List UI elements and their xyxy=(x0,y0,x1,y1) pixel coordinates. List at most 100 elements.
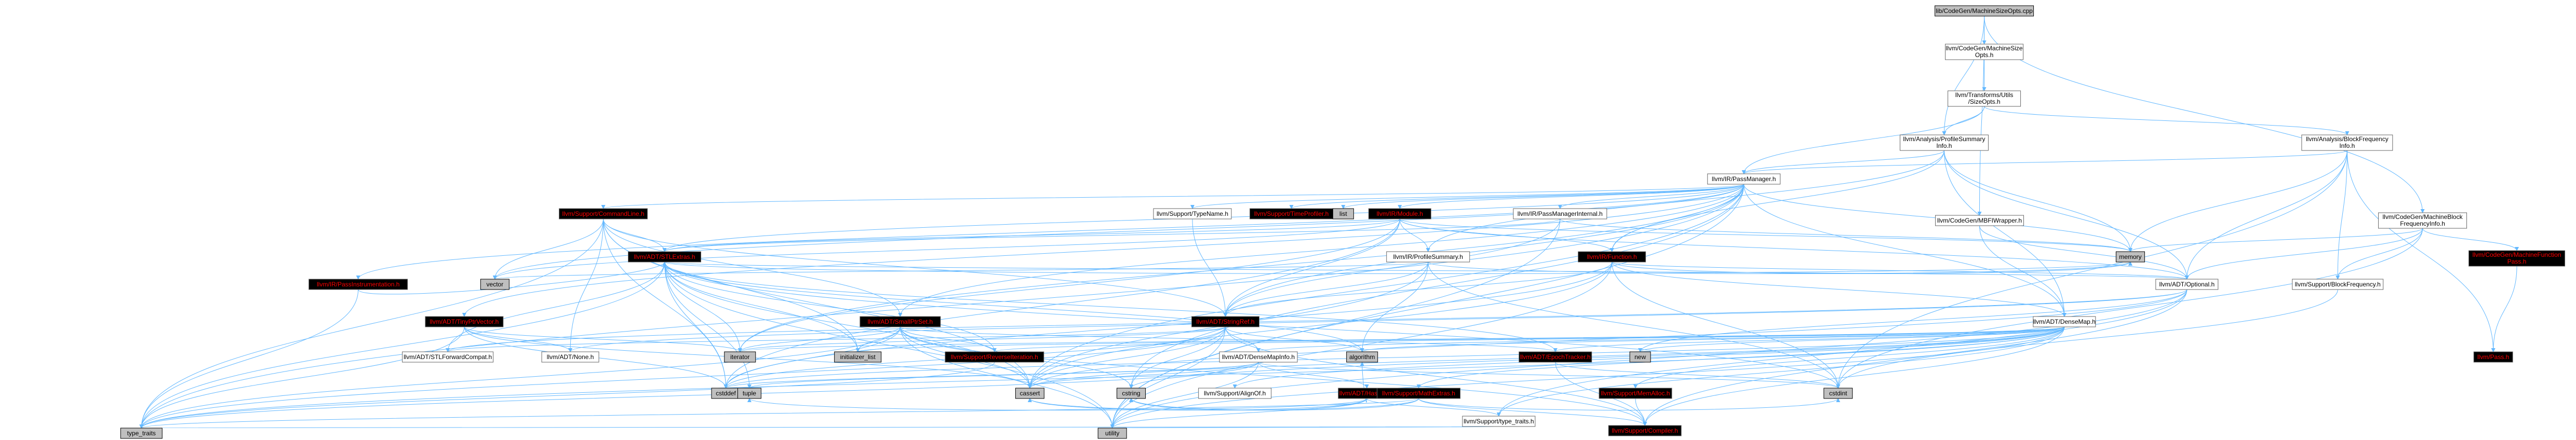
dependency-edge xyxy=(1943,150,2189,280)
graph-node-pmi[interactable]: llvm/IR/PassManagerInternal.h xyxy=(1513,208,1607,219)
node-label: lib/CodeGen/MachineSizeOpts.cpp xyxy=(1936,7,2033,15)
graph-node-typename[interactable]: llvm/Support/TypeName.h xyxy=(1153,208,1232,219)
dependency-edge xyxy=(1418,398,1841,410)
node-box xyxy=(860,316,941,327)
node-box xyxy=(541,351,599,363)
node-label: llvm/ADT/STLExtras.h xyxy=(634,253,695,260)
dependency-edge xyxy=(1836,228,2423,389)
graph-node-algorithm[interactable]: algorithm xyxy=(1346,351,1378,363)
dependency-edge xyxy=(664,262,860,352)
graph-node-type_traits[interactable]: type_traits xyxy=(120,428,163,439)
graph-node-optional[interactable]: llvm/ADT/Optional.h xyxy=(2155,279,2219,290)
graph-node-cassert[interactable]: cassert xyxy=(1015,388,1044,399)
dependency-edge xyxy=(603,218,1228,317)
dependency-edge xyxy=(1638,289,2188,352)
dependency-edge xyxy=(1258,362,1840,389)
dependency-edge xyxy=(139,362,1259,429)
dependency-edge xyxy=(1741,106,1985,174)
graph-node-passmgr[interactable]: llvm/IR/PassManager.h xyxy=(1707,173,1781,185)
graph-node-densemap[interactable]: llvm/ADT/DenseMap.h xyxy=(2033,316,2096,327)
dependency-edge xyxy=(1418,398,1647,426)
dependency-edge xyxy=(747,362,1259,389)
node-box xyxy=(1191,316,1260,327)
graph-node-typetraits[interactable]: llvm/Support/type_traits.h xyxy=(1462,416,1536,427)
dependency-edge xyxy=(139,326,1226,429)
graph-node-cstring[interactable]: cstring xyxy=(1117,388,1146,399)
graph-node-list[interactable]: list xyxy=(1332,208,1354,219)
dependency-edge xyxy=(356,184,1745,280)
graph-node-pass[interactable]: llvm/Pass.h xyxy=(2473,351,2513,363)
node-label: cstddef xyxy=(716,390,736,397)
graph-node-memalloc[interactable]: llvm/Support/MemAlloc.h xyxy=(1599,388,1672,399)
graph-node-revit[interactable]: llvm/Support/ReverseIteration.h xyxy=(945,351,1044,363)
dependency-edge xyxy=(1223,218,1400,317)
graph-node-smallptrset[interactable]: llvm/ADT/SmallPtrSet.h xyxy=(860,316,941,327)
dependency-edge xyxy=(493,262,1429,280)
dependency-edge xyxy=(1943,150,2067,317)
dependency-edge xyxy=(446,326,1226,352)
node-label: llvm/Support/MemAlloc.h xyxy=(1601,390,1670,397)
graph-node-cstddef[interactable]: cstddef xyxy=(711,388,741,399)
dependency-edge xyxy=(1743,184,2067,317)
dependency-edge xyxy=(1223,218,1561,317)
node-label: memory xyxy=(2119,253,2141,260)
graph-node-pinstr[interactable]: llvm/IR/PassInstrumentation.h xyxy=(308,279,408,290)
graph-node-epoch[interactable]: llvm/ADT/EpochTracker.h xyxy=(1519,351,1592,363)
node-label: utility xyxy=(1105,430,1119,437)
node-label: llvm/Analysis/BlockFrequency xyxy=(2306,135,2389,143)
graph-node-tinyptr[interactable]: llvm/ADT/TinyPtrVector.h xyxy=(425,316,504,327)
graph-node-blockfreq[interactable]: llvm/Support/BlockFrequency.h xyxy=(2292,279,2384,290)
graph-node-compiler[interactable]: llvm/Support/Compiler.h xyxy=(1608,425,1682,436)
graph-node-stringref[interactable]: llvm/ADT/StringRef.h xyxy=(1191,316,1260,327)
dependency-edge xyxy=(1223,184,1745,317)
graph-node-dmi[interactable]: llvm/ADT/DenseMapInfo.h xyxy=(1219,351,1298,363)
graph-node-cstdint[interactable]: cstdint xyxy=(1823,388,1853,399)
graph-node-stlextras[interactable]: llvm/ADT/STLExtras.h xyxy=(628,251,702,263)
graph-node-cmdline[interactable]: llvm/Support/CommandLine.h xyxy=(559,208,648,219)
dependency-edge xyxy=(446,289,2188,352)
dependency-edge xyxy=(1612,262,2067,317)
dependency-edge xyxy=(1258,362,1369,389)
graph-node-mbfiw[interactable]: llvm/CodeGen/MBFIWrapper.h xyxy=(1935,215,2024,226)
node-label: llvm/Support/type_traits.h xyxy=(1464,418,1534,425)
graph-node-new[interactable]: new xyxy=(1629,351,1651,363)
graph-node-sizeopts[interactable]: llvm/Transforms/Utils/SizeOpts.h xyxy=(1948,90,2021,107)
graph-node-utility[interactable]: utility xyxy=(1097,428,1127,439)
dependency-edge xyxy=(664,262,752,389)
dependency-edge xyxy=(1192,218,1228,317)
graph-node-module[interactable]: llvm/IR/Module.h xyxy=(1368,208,1431,219)
graph-node-function[interactable]: llvm/IR/Function.h xyxy=(1578,251,1646,263)
dependency-edge xyxy=(1190,184,1745,209)
graph-node-aligncxx[interactable]: llvm/Support/AlignOf.h xyxy=(1198,388,1272,399)
graph-node-tuple[interactable]: tuple xyxy=(737,388,761,399)
node-box xyxy=(1935,5,2034,17)
dependency-edge xyxy=(1635,398,1647,426)
graph-node-iterator[interactable]: iterator xyxy=(724,351,756,363)
graph-node-stlfwd[interactable]: llvm/ADT/STLForwardCompat.h xyxy=(402,351,494,363)
node-box xyxy=(1629,351,1651,363)
node-label: llvm/ADT/DenseMap.h xyxy=(2033,318,2096,325)
graph-node-mso_h[interactable]: llvm/CodeGen/MachineSizeOpts.h xyxy=(1945,44,2024,60)
graph-node-timeprof[interactable]: llvm/Support/TimeProfiler.h xyxy=(1250,208,1334,219)
graph-node-profsum[interactable]: llvm/IR/ProfileSummary.h xyxy=(1386,251,1470,263)
node-box xyxy=(2292,279,2384,290)
graph-node-memory[interactable]: memory xyxy=(2115,251,2145,263)
dependency-edge xyxy=(1741,150,1944,174)
graph-node-root[interactable]: lib/CodeGen/MachineSizeOpts.cpp xyxy=(1935,5,2034,17)
dependency-edge xyxy=(2422,228,2519,251)
node-box xyxy=(402,351,494,363)
node-box xyxy=(1377,388,1461,399)
graph-node-none[interactable]: llvm/ADT/None.h xyxy=(541,351,599,363)
dependency-edge xyxy=(492,218,604,280)
node-box xyxy=(1015,388,1044,399)
graph-node-mathextras[interactable]: llvm/Support/MathExtras.h xyxy=(1377,388,1461,399)
dependency-edge xyxy=(1836,150,2347,389)
node-box xyxy=(1935,215,2024,226)
node-label: cstdint xyxy=(1829,390,1847,397)
graph-node-vector[interactable]: vector xyxy=(480,279,509,290)
graph-node-initlist[interactable]: initializer_list xyxy=(834,351,882,363)
